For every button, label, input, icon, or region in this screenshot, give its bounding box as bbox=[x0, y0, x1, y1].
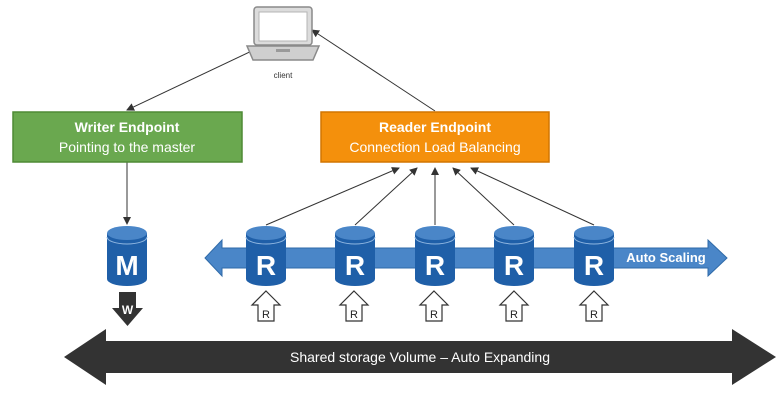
read-arrow-icon: R bbox=[250, 290, 282, 322]
read-arrow-icon: R bbox=[338, 290, 370, 322]
master-letter: M bbox=[115, 250, 138, 281]
writer-endpoint-box: Writer Endpoint Pointing to the master bbox=[12, 111, 243, 163]
read-arrow-label: R bbox=[350, 309, 358, 321]
laptop-icon bbox=[245, 6, 321, 61]
reader-endpoint-subtitle: Connection Load Balancing bbox=[349, 139, 520, 155]
replica-letter: R bbox=[504, 250, 524, 281]
reader-endpoint-box: Reader Endpoint Connection Load Balancin… bbox=[320, 111, 550, 163]
write-arrow-label: W bbox=[122, 303, 134, 317]
replica-database: R bbox=[414, 226, 456, 286]
replica-letter: R bbox=[584, 250, 604, 281]
replica-database: R bbox=[334, 226, 376, 286]
replica-database: R bbox=[245, 226, 287, 286]
read-arrow-label: R bbox=[510, 309, 518, 321]
replica-letter: R bbox=[256, 250, 276, 281]
reader-endpoint-title: Reader Endpoint bbox=[379, 119, 491, 135]
replica-to-reader-arrows bbox=[265, 167, 595, 226]
shared-storage-arrow: Shared storage Volume – Auto Expanding bbox=[64, 329, 776, 385]
read-arrow-icon: R bbox=[418, 290, 450, 322]
shared-storage-label: Shared storage Volume – Auto Expanding bbox=[290, 349, 550, 365]
writer-endpoint-subtitle: Pointing to the master bbox=[59, 139, 196, 155]
replica-database: R bbox=[573, 226, 615, 286]
write-arrow-icon: W bbox=[112, 292, 143, 326]
replica-database: R bbox=[493, 226, 535, 286]
client-label: client bbox=[274, 71, 293, 80]
master-database: M bbox=[106, 226, 148, 286]
replica-letter: R bbox=[425, 250, 445, 281]
read-arrow-label: R bbox=[590, 309, 598, 321]
client-to-writer-arrow bbox=[126, 47, 259, 111]
writer-endpoint-title: Writer Endpoint bbox=[75, 119, 180, 135]
auto-scaling-label: Auto Scaling bbox=[626, 250, 706, 265]
replica-letter: R bbox=[345, 250, 365, 281]
read-arrow-label: R bbox=[262, 309, 270, 321]
read-arrow-icon: R bbox=[578, 290, 610, 322]
reader-to-client-arrow bbox=[311, 29, 436, 112]
read-arrow-label: R bbox=[430, 309, 438, 321]
read-arrow-icon: R bbox=[498, 290, 530, 322]
